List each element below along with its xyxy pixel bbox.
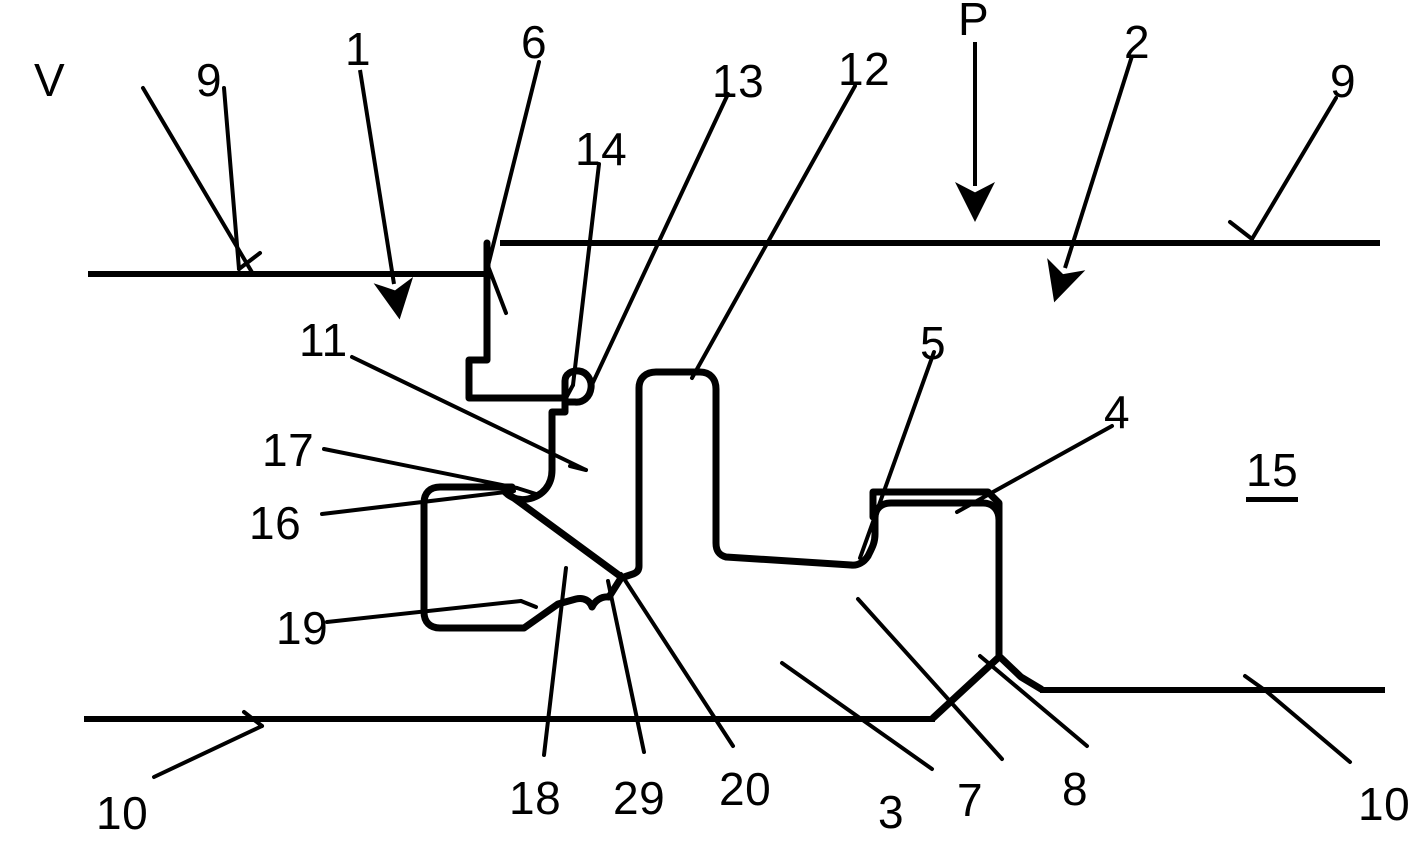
label-1: 1 xyxy=(345,23,372,75)
label-4: 4 xyxy=(1104,386,1131,438)
leader-16 xyxy=(320,489,516,516)
label-19: 19 xyxy=(276,602,329,654)
leader-11 xyxy=(350,355,588,472)
label-10-right: 10 xyxy=(1358,778,1411,830)
joint-profile-outline xyxy=(420,239,1045,722)
label-5: 5 xyxy=(920,317,947,369)
upper-hook-member xyxy=(465,239,595,504)
label-9-right: 9 xyxy=(1330,55,1357,107)
label-14: 14 xyxy=(575,123,628,175)
tick-10b xyxy=(1243,674,1268,693)
leader-18 xyxy=(542,566,568,757)
central-rib-member xyxy=(617,368,855,582)
tick-9b xyxy=(1228,220,1254,241)
tick-19 xyxy=(519,599,538,609)
leader-20 xyxy=(619,572,735,748)
tick-9a xyxy=(237,251,262,271)
leader-4 xyxy=(955,424,1114,514)
label-13: 13 xyxy=(712,55,765,107)
tick-14 xyxy=(564,383,575,400)
leader-3 xyxy=(780,661,934,771)
leader-5 xyxy=(858,350,936,560)
leader-9b xyxy=(1250,96,1338,241)
panel-reference-lines xyxy=(84,240,1385,722)
label-20: 20 xyxy=(719,763,772,815)
label-29: 29 xyxy=(613,772,666,824)
leader-10a xyxy=(152,724,264,779)
leader-19 xyxy=(325,599,523,624)
label-P: P xyxy=(958,0,990,45)
tick-10a xyxy=(242,710,264,728)
leader-7 xyxy=(856,597,1004,761)
leader-12 xyxy=(690,84,857,380)
label-12: 12 xyxy=(838,43,891,95)
label-3: 3 xyxy=(878,786,905,838)
leader-9a xyxy=(222,86,241,271)
label-2: 2 xyxy=(1124,16,1151,68)
tick-11 xyxy=(568,464,588,472)
tick-17 xyxy=(515,486,538,496)
label-10-left: 10 xyxy=(96,787,149,839)
arrow-2-line xyxy=(1047,55,1134,303)
underside-slope xyxy=(929,653,1003,722)
leader-8 xyxy=(978,654,1089,748)
lower-chamfer-step xyxy=(995,652,1045,693)
label-16: 16 xyxy=(249,497,302,549)
label-6: 6 xyxy=(521,16,548,68)
leader-29 xyxy=(606,579,646,754)
leader-V xyxy=(141,86,255,276)
label-9-left: 9 xyxy=(196,54,223,106)
leader-14 xyxy=(571,162,601,387)
label-17: 17 xyxy=(262,424,315,476)
leader-tick-marks xyxy=(237,220,1268,728)
leader-6 xyxy=(486,60,541,268)
label-18: 18 xyxy=(509,772,562,824)
left-groove-block xyxy=(420,483,625,632)
leader-10b xyxy=(1264,689,1352,764)
arrow-1-line xyxy=(358,69,414,320)
figure-number-15: 15 xyxy=(1246,447,1299,502)
direction-arrows xyxy=(358,42,1134,320)
tick-6 xyxy=(486,264,508,315)
hook-flank-diagonal xyxy=(503,489,624,580)
leader-lines xyxy=(141,60,1352,779)
label-7: 7 xyxy=(957,774,984,826)
label-V: V xyxy=(34,54,66,106)
label-11: 11 xyxy=(299,314,348,366)
leader-17 xyxy=(322,447,519,490)
label-8: 8 xyxy=(1062,763,1089,815)
leader-13 xyxy=(587,92,730,393)
right-hook-top-plate xyxy=(869,488,1003,524)
